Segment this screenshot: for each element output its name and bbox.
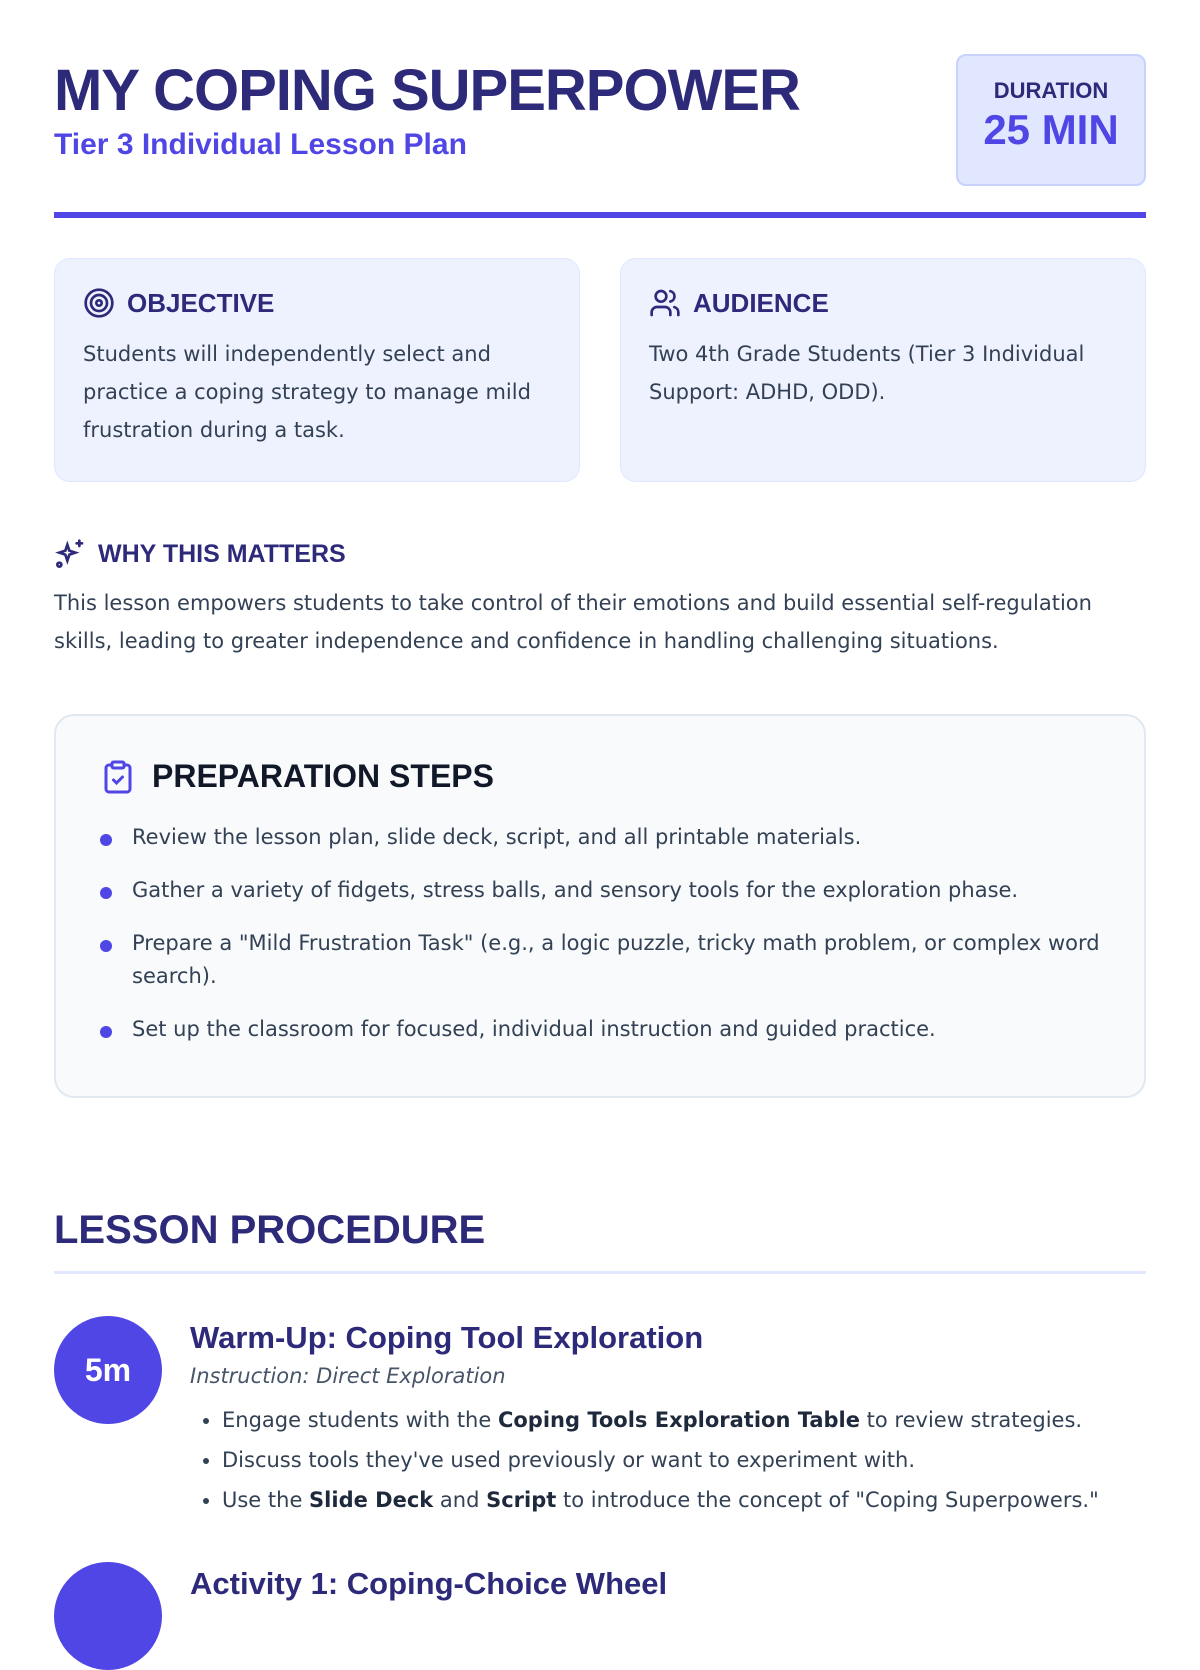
duration-value: 25 MIN	[983, 106, 1119, 153]
step-title: Activity 1: Coping-Choice Wheel	[190, 1566, 668, 1601]
why-title: WHY THIS MATTERS	[98, 539, 346, 568]
why-section: WHY THIS MATTERS This lesson empowers st…	[54, 538, 1146, 660]
prep-item: Prepare a "Mild Frustration Task" (e.g.,…	[100, 927, 1100, 993]
procedure-title: LESSON PROCEDURE	[54, 1208, 1146, 1274]
objective-card: OBJECTIVE Students will independently se…	[54, 258, 580, 482]
step-bullet: Discuss tools they've used previously or…	[222, 1440, 1099, 1480]
duration-label: DURATION	[993, 78, 1109, 103]
procedure-step: 5m Warm-Up: Coping Tool Exploration Inst…	[54, 1316, 1146, 1520]
preparation-card: PREPARATION STEPS Review the lesson plan…	[54, 714, 1146, 1098]
step-title: Warm-Up: Coping Tool Exploration	[190, 1320, 704, 1355]
prep-item: Set up the classroom for focused, indivi…	[100, 1013, 1100, 1046]
audience-card: AUDIENCE Two 4th Grade Students (Tier 3 …	[620, 258, 1146, 482]
page-title: MY COPING SUPERPOWER	[54, 58, 801, 123]
duration-badge: DURATION 25 MIN	[956, 54, 1146, 186]
sparkles-icon	[55, 539, 84, 568]
clipboard-check-icon	[104, 760, 132, 793]
audience-text: Two 4th Grade Students (Tier 3 Individua…	[649, 342, 1085, 404]
prep-item: Review the lesson plan, slide deck, scri…	[100, 821, 1100, 854]
prep-item: Gather a variety of fidgets, stress ball…	[100, 874, 1100, 907]
step-duration-badge	[54, 1562, 162, 1670]
step-bullet: Use the Slide Deck and Script to introdu…	[222, 1480, 1099, 1520]
target-icon	[84, 288, 114, 318]
preparation-title: PREPARATION STEPS	[152, 758, 494, 794]
why-text: This lesson empowers students to take co…	[54, 591, 1092, 653]
users-icon	[650, 289, 680, 317]
objective-text: Students will independently select and p…	[83, 342, 531, 442]
objective-title: OBJECTIVE	[127, 287, 275, 318]
step-instruction-type: Instruction: Direct Exploration	[190, 1364, 506, 1388]
step-duration-badge: 5m	[54, 1316, 162, 1424]
procedure-step: Activity 1: Coping-Choice Wheel	[54, 1562, 1146, 1670]
audience-title: AUDIENCE	[693, 287, 829, 318]
page-subtitle: Tier 3 Individual Lesson Plan	[54, 128, 467, 161]
header: MY COPING SUPERPOWER Tier 3 Individual L…	[54, 54, 1146, 218]
lesson-procedure: LESSON PROCEDURE 5m Warm-Up: Coping Tool…	[54, 1208, 1146, 1670]
step-bullet: Engage students with the Coping Tools Ex…	[222, 1400, 1099, 1440]
